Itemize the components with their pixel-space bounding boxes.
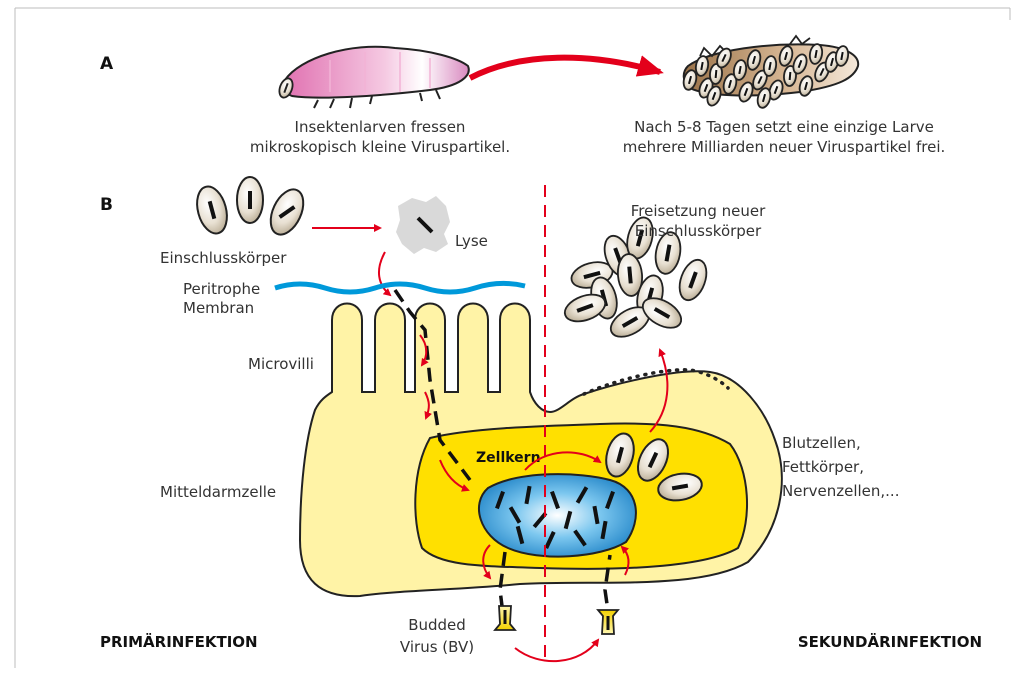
other-cells-label-line2: Fettkörper,: [782, 458, 864, 476]
healthy-larva: [277, 47, 469, 108]
primary-infection-label: PRIMÄRINFEKTION: [100, 632, 258, 651]
budded-virus-label-line2: Virus (BV): [400, 638, 474, 656]
input-occlusion-bodies: [192, 177, 310, 240]
caption-a-left-line1: Insektenlarven fressen: [295, 118, 466, 136]
infection-progress-arrow: [470, 58, 660, 78]
other-cells-label-line1: Blutzellen,: [782, 434, 861, 452]
lysis-label: Lyse: [455, 232, 488, 250]
budded-virus-exiting: [495, 606, 515, 630]
peritrophic-membrane-label-line1: Peritrophe: [183, 280, 260, 298]
arrow-bv-loop: [515, 640, 598, 661]
caption-a-left-line2: mikroskopisch kleine Viruspartikel.: [250, 138, 510, 156]
microvilli-label: Microvilli: [248, 355, 314, 373]
other-cells-label-line3: Nervenzellen,...: [782, 482, 899, 500]
release-label-line2: Einschlusskörper: [635, 222, 762, 240]
secondary-infection-label: SEKUNDÄRINFEKTION: [798, 632, 982, 651]
occlusion-bodies-label: Einschlusskörper: [160, 249, 287, 267]
release-label-line1: Freisetzung neuer: [631, 202, 766, 220]
peritrophic-membrane-label-line2: Membran: [183, 299, 254, 317]
budded-virus-label-line1: Budded: [408, 616, 466, 634]
caption-a-right-line1: Nach 5-8 Tagen setzt eine einzige Larve: [634, 118, 934, 136]
midgut-cell-label: Mitteldarmzelle: [160, 483, 276, 501]
budded-virus-entering: [598, 610, 618, 634]
lysis-blob: [396, 196, 450, 254]
panel-label-a: A: [100, 54, 114, 74]
infected-larva: [682, 36, 859, 109]
peritrophic-membrane: [275, 283, 525, 292]
released-occlusion-body: [675, 256, 712, 304]
caption-a-right-line2: mehrere Milliarden neuer Viruspartikel f…: [623, 138, 946, 156]
panel-label-b: B: [100, 195, 113, 215]
nucleus: [479, 474, 636, 556]
